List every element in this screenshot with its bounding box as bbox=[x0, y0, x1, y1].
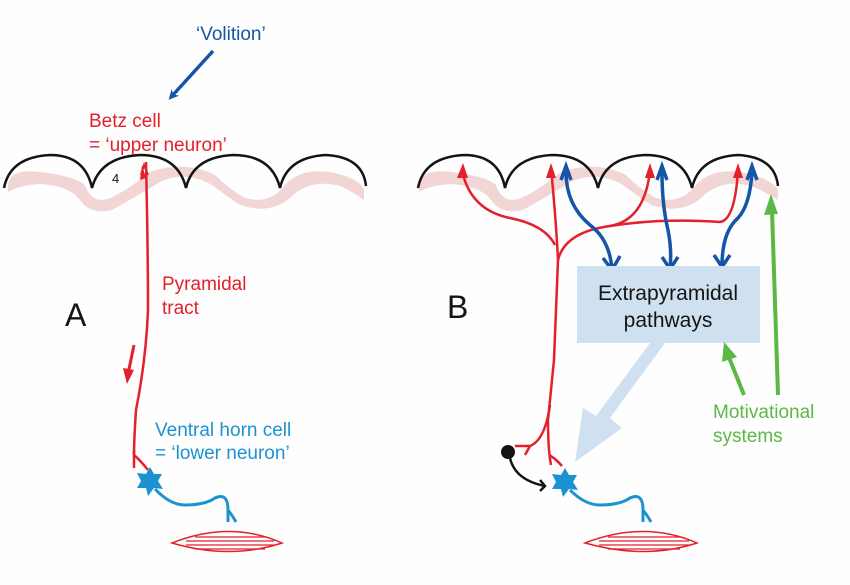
panel-b-letter: B bbox=[447, 289, 468, 325]
cortex-band-a bbox=[8, 166, 364, 212]
area-4-label: 4 bbox=[112, 171, 119, 186]
pyramidal-tract-axon bbox=[132, 161, 150, 456]
volition-arrow bbox=[168, 49, 215, 100]
descending-arrowhead bbox=[123, 368, 134, 384]
extrapyramidal-box bbox=[577, 266, 760, 343]
betz-dendrite-tip bbox=[140, 161, 149, 176]
cortex-band-b bbox=[419, 166, 778, 212]
motivational-arrow-to-box bbox=[726, 354, 746, 396]
cortical-arrowheads-red bbox=[457, 163, 743, 178]
corticospinal-axons bbox=[460, 167, 740, 421]
pyramidal-label: Pyramidal bbox=[162, 274, 246, 295]
systems-label: systems bbox=[713, 426, 783, 447]
muscle-b bbox=[582, 530, 700, 553]
panel-b: B Extrapyramid bbox=[416, 153, 814, 553]
ventral-horn-cell-a bbox=[137, 467, 163, 496]
pathways-label: pathways bbox=[624, 309, 713, 332]
interneuron-body bbox=[501, 445, 515, 459]
axon-terminals-b bbox=[515, 404, 563, 467]
interneuron-axon bbox=[508, 457, 547, 492]
extrapyramidal-loops bbox=[564, 171, 754, 271]
ventral-horn-label: Ventral horn cell bbox=[155, 420, 291, 441]
lower-neuron-label: = ‘lower neuron’ bbox=[155, 443, 290, 464]
motivational-arrowhead-cortex bbox=[764, 194, 778, 215]
axon-terminal-a bbox=[132, 450, 149, 471]
ventral-horn-cell-b bbox=[552, 468, 578, 497]
motivational-arrow-to-cortex bbox=[770, 209, 780, 396]
volition-label: ‘Volition’ bbox=[196, 24, 266, 45]
tract-label: tract bbox=[162, 298, 200, 319]
upper-neuron-label: = ‘upper neuron’ bbox=[89, 135, 227, 156]
betz-cell-label: Betz cell bbox=[89, 111, 161, 132]
muscle-a bbox=[169, 530, 285, 553]
lower-motor-axon-b bbox=[568, 488, 653, 523]
motivational-arrowhead-box bbox=[722, 342, 737, 362]
cortex-outline-b bbox=[416, 153, 780, 189]
betz-cell-arrowhead bbox=[140, 165, 146, 180]
panel-a: 4 ‘Volition’ Betz cell = ‘upper neuron’ … bbox=[2, 24, 368, 553]
panel-a-letter: A bbox=[65, 297, 87, 333]
extrapyramidal-output-arrow bbox=[575, 343, 665, 462]
lower-motor-axon-a bbox=[153, 487, 238, 523]
extrapyramidal-label: Extrapyramidal bbox=[598, 282, 738, 305]
cortex-outline-a bbox=[2, 153, 368, 189]
motivational-label: Motivational bbox=[713, 402, 814, 423]
